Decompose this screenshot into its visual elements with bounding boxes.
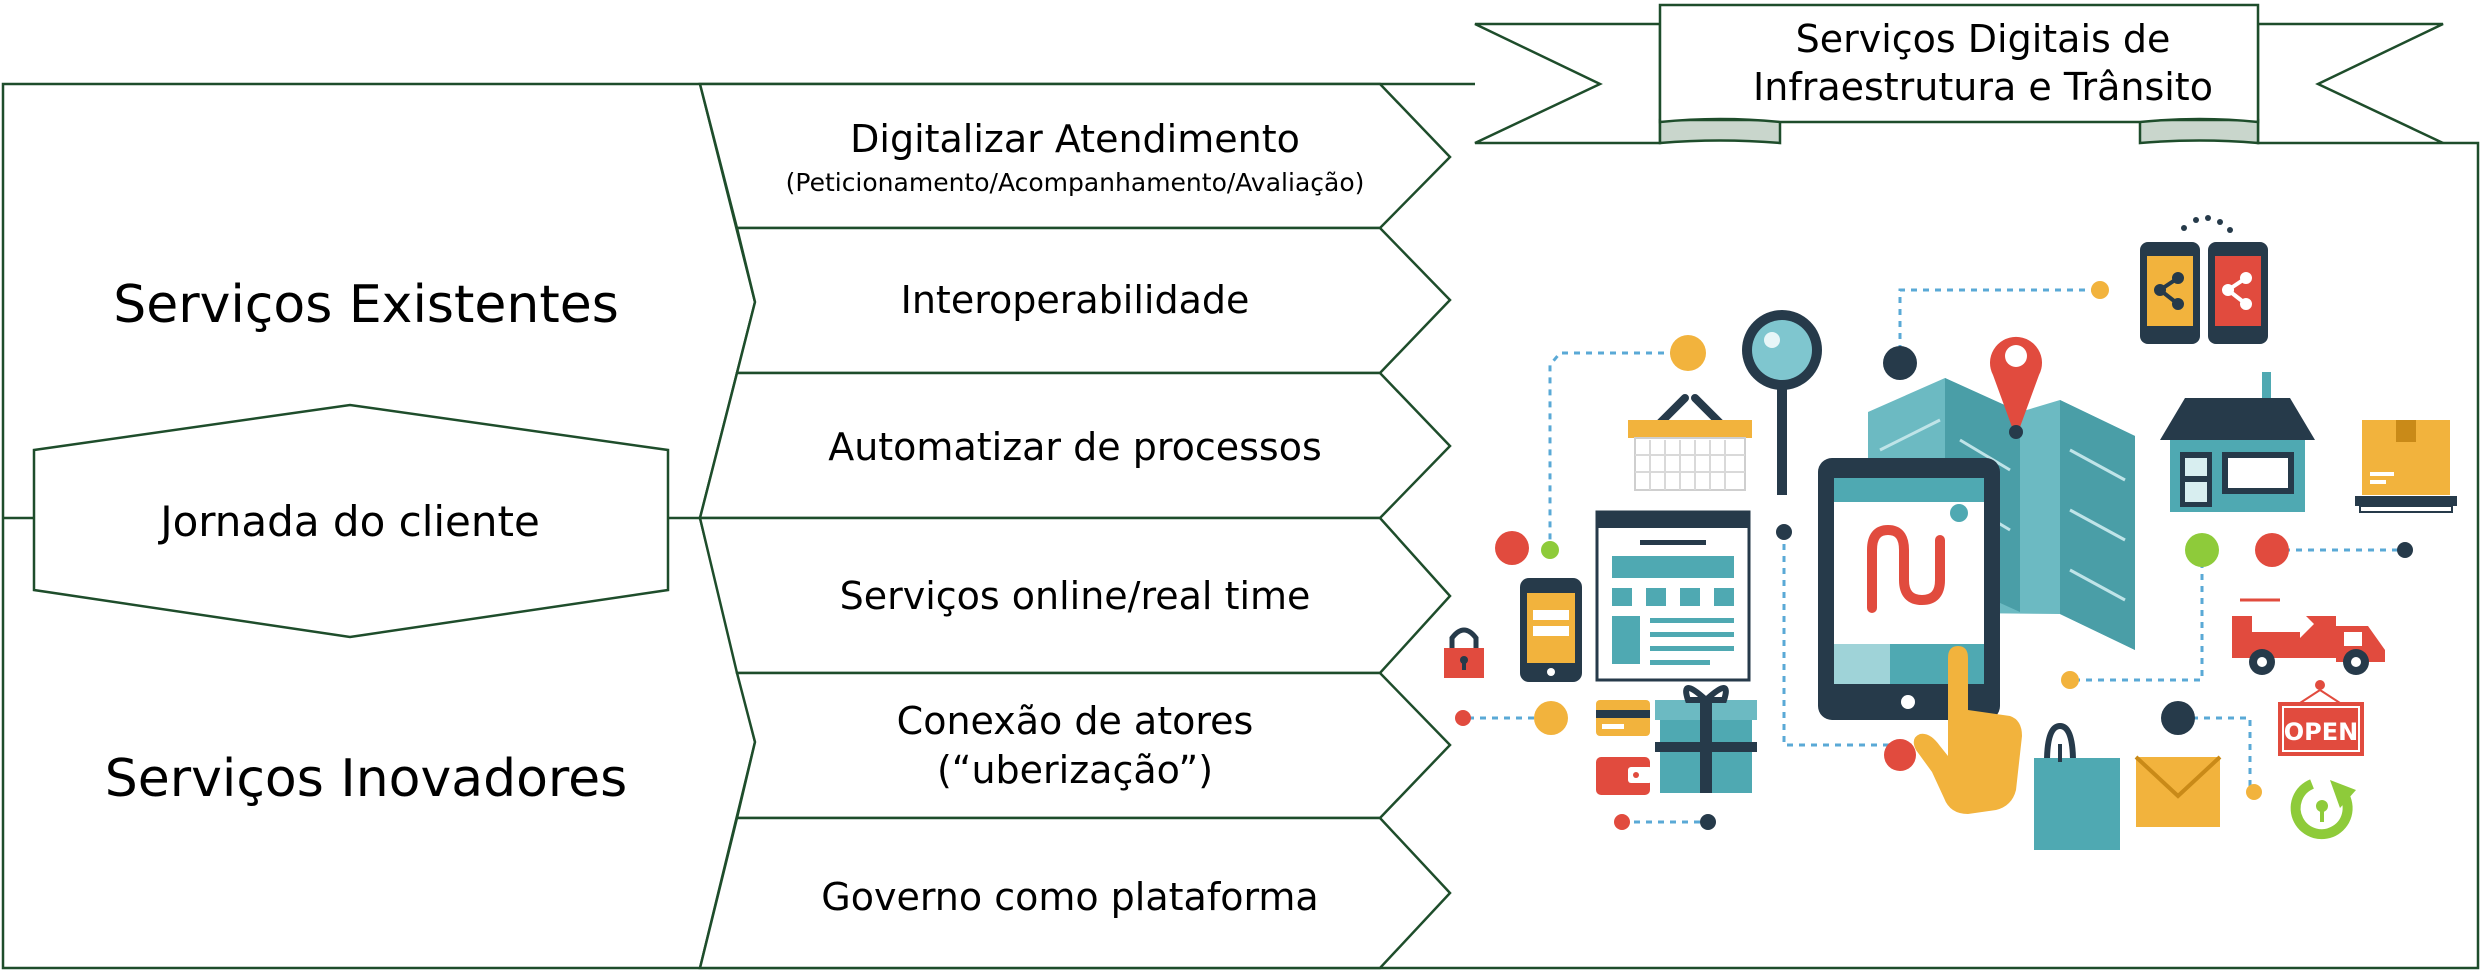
ribbon-right-fold <box>2138 118 2260 145</box>
illustration: OPEN <box>1444 215 2457 850</box>
pointing-hand-icon <box>1913 646 2022 814</box>
journey-hexagon: Jornada do cliente <box>3 403 700 639</box>
chevron-5 <box>735 671 1452 820</box>
ribbon-right-tail <box>2256 22 2444 145</box>
mobile-login-icon <box>1520 578 1582 682</box>
gift-box-icon <box>1655 685 1757 793</box>
ribbon-left-tail <box>1474 22 1662 145</box>
innovative-services-label: Serviços Inovadores <box>105 749 628 809</box>
journey-label: Jornada do cliente <box>157 497 540 546</box>
frame-right <box>1386 141 2480 970</box>
padlock-icon <box>1444 627 1484 678</box>
item-1-title: Digitalizar Atendimento <box>850 117 1300 161</box>
package-icon <box>2355 420 2457 513</box>
chevron-4 <box>698 516 1452 675</box>
tablet-route-icon <box>1818 458 2000 720</box>
item-3-title: Automatizar de processos <box>828 425 1322 469</box>
ribbon-main <box>1658 3 2260 124</box>
item-5-subtitle: (“uberização”) <box>937 748 1213 792</box>
credit-card-icon <box>1596 700 1650 736</box>
envelope-icon <box>2134 755 2222 827</box>
shopping-basket-icon <box>1628 394 1752 491</box>
map-pin-icon <box>1990 336 2042 439</box>
wallet-icon <box>1596 757 1652 795</box>
refresh-arrow-icon <box>2290 779 2356 840</box>
house-icon <box>2160 372 2315 512</box>
item-5-title: Conexão de atores <box>897 699 1254 743</box>
title-ribbon <box>1474 3 2444 145</box>
open-sign-icon: OPEN <box>2278 680 2364 756</box>
share-phones-icon <box>2140 215 2268 344</box>
dotted-connectors <box>1468 288 2402 824</box>
banner-line-2: Infraestrutura e Trânsito <box>1753 65 2213 109</box>
shopping-bag-icon <box>2034 722 2120 850</box>
magnifier-icon <box>1742 310 1822 495</box>
banner-line-1: Serviços Digitais de <box>1796 17 2171 61</box>
ribbon-left-fold <box>1658 118 1782 145</box>
item-1-subtitle: (Peticionamento/Acompanhamento/Avaliação… <box>786 168 1365 197</box>
existing-services-label: Serviços Existentes <box>113 275 619 335</box>
chevron-list <box>698 82 1452 970</box>
item-4-title: Serviços online/real time <box>840 574 1311 618</box>
open-sign-text: OPEN <box>2284 718 2358 746</box>
delivery-truck-icon <box>2232 598 2385 675</box>
chevron-6 <box>698 816 1452 970</box>
item-6-title: Governo como plataforma <box>821 875 1318 919</box>
web-page-icon <box>1595 510 1751 682</box>
item-2-title: Interoperabilidade <box>901 278 1250 322</box>
decor-dots <box>1455 281 2413 830</box>
chevron-texts: Digitalizar Atendimento (Peticionamento/… <box>786 117 1365 919</box>
chevron-3 <box>698 371 1452 520</box>
